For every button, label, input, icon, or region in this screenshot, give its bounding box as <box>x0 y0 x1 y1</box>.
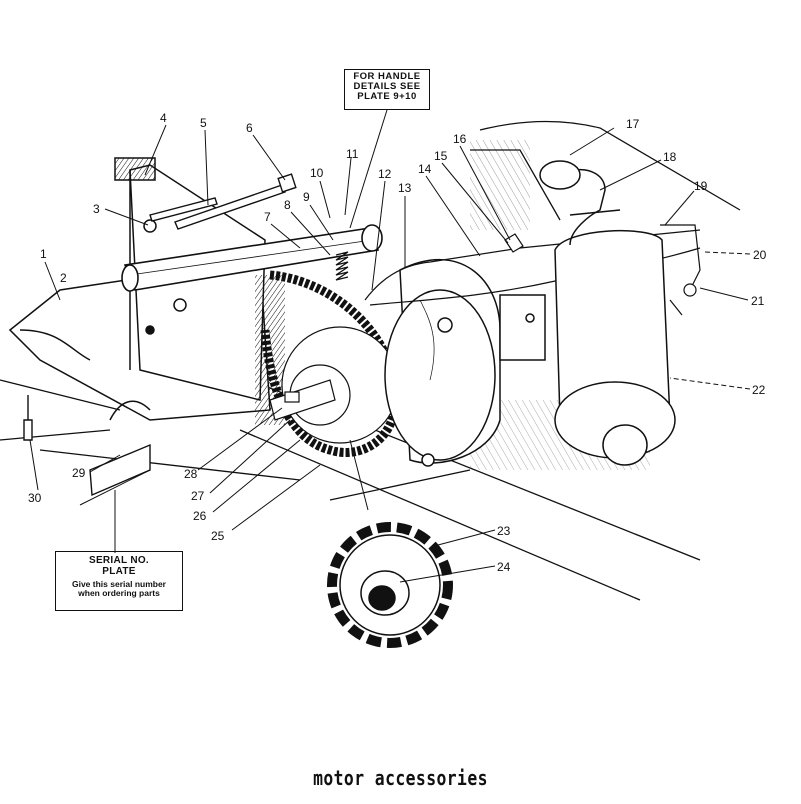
long-bolt <box>149 173 297 230</box>
callout-10: 10 <box>310 166 324 180</box>
callout-26: 26 <box>193 509 207 523</box>
leader-lines <box>29 109 751 583</box>
callout-9: 9 <box>303 190 310 204</box>
callout-5: 5 <box>200 116 207 130</box>
handle-note-line-3: PLATE 9+10 <box>357 90 417 102</box>
bracket <box>114 157 266 401</box>
callout-12: 12 <box>378 167 392 181</box>
spring <box>335 251 349 281</box>
callout-7: 7 <box>264 210 271 224</box>
handle-note-line-2: DETAILS SEE <box>353 80 421 92</box>
handle-note-line-1: FOR HANDLE <box>353 71 421 82</box>
serial-title-line-2: PLATE <box>102 565 136 577</box>
callout-15: 15 <box>434 149 448 163</box>
muffler <box>539 160 676 466</box>
callout-30: 30 <box>28 491 42 505</box>
callout-17: 17 <box>626 117 640 131</box>
callout-14: 14 <box>418 162 432 176</box>
callout-labels: 1 2 3 4 5 6 7 8 9 10 11 12 13 14 15 16 1… <box>28 111 767 574</box>
figure-caption: motor accessories <box>313 766 488 790</box>
serial-plate-title: SERIAL NO. PLATE <box>56 555 182 577</box>
callout-11: 11 <box>346 147 359 161</box>
motor-body <box>384 259 546 467</box>
serial-title-line-1: SERIAL NO. <box>88 555 150 566</box>
handle-details-note: FOR HANDLE DETAILS SEE PLATE 9+10 <box>344 69 430 110</box>
callout-8: 8 <box>284 198 291 212</box>
callout-25: 25 <box>211 529 225 543</box>
serial-note-line-1: Give this serial number <box>71 579 166 589</box>
callout-4: 4 <box>160 111 167 125</box>
callout-29: 29 <box>72 466 86 480</box>
callout-18: 18 <box>663 150 677 164</box>
spare-sprocket <box>327 522 453 648</box>
grill-hatch <box>470 140 530 230</box>
callout-2: 2 <box>60 271 67 285</box>
callout-21: 21 <box>751 294 765 308</box>
serial-plate-note: SERIAL NO. PLATE Give this serial number… <box>55 551 183 611</box>
callout-19: 19 <box>694 179 708 193</box>
callout-16: 16 <box>453 132 467 146</box>
callout-20: 20 <box>753 248 767 262</box>
callout-28: 28 <box>184 467 198 481</box>
drive-chain <box>255 270 400 457</box>
serial-plate-instructions: Give this serial number when ordering pa… <box>56 580 182 598</box>
callout-23: 23 <box>497 524 511 538</box>
callout-27: 27 <box>191 489 205 503</box>
callout-13: 13 <box>398 181 412 195</box>
callout-3: 3 <box>93 202 100 216</box>
callout-22: 22 <box>752 383 766 397</box>
serial-note-line-2: when ordering parts <box>78 587 160 598</box>
callout-24: 24 <box>497 560 511 574</box>
callout-1: 1 <box>40 247 47 261</box>
callout-6: 6 <box>246 121 253 135</box>
